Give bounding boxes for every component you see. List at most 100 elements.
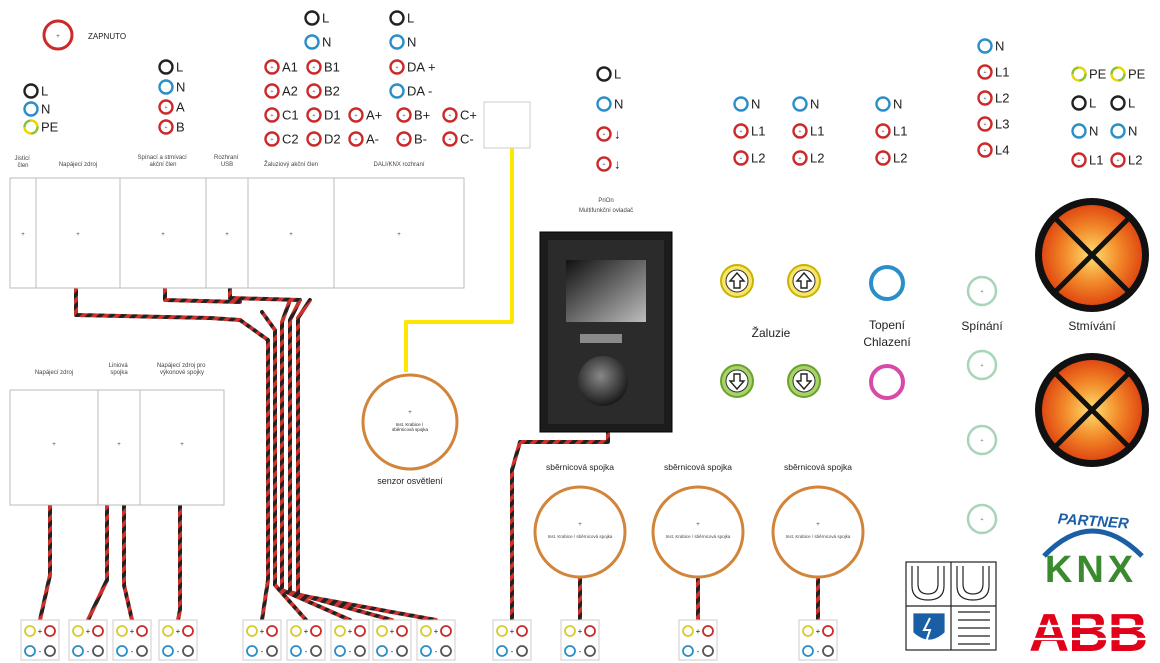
terminal-switch-4[interactable]: +C1 bbox=[264, 107, 299, 123]
switch-indicator-1[interactable]: + bbox=[966, 349, 998, 381]
bottom-terminal-11[interactable]: +- bbox=[678, 619, 718, 661]
bus-coupler-1[interactable]: sběrnicová spojka+Inst. Krabice / sběrni… bbox=[651, 462, 745, 579]
switch-indicator-3[interactable]: + bbox=[966, 503, 998, 535]
terminal-light-1[interactable]: +L1 bbox=[977, 64, 1010, 80]
terminal-valve-7[interactable]: +L2 bbox=[792, 150, 825, 166]
minus-label: - bbox=[579, 647, 582, 656]
terminal-switch-2[interactable]: +A2 bbox=[264, 83, 298, 99]
terminal-dimmer-5[interactable]: N bbox=[1110, 123, 1138, 139]
terminal-blind-2[interactable]: +C+ bbox=[442, 107, 477, 123]
terminal-dimmer-4[interactable]: N bbox=[1071, 123, 1099, 139]
terminal-valve-1[interactable]: N bbox=[792, 96, 820, 112]
svg-text:+: + bbox=[165, 125, 168, 131]
svg-text:+: + bbox=[21, 232, 25, 238]
bottom-terminal-6[interactable]: +- bbox=[330, 619, 370, 661]
terminal-dimmer-1-label: PE bbox=[1128, 67, 1146, 82]
terminal-power-in-1[interactable]: N bbox=[23, 101, 51, 117]
terminal-blind-3[interactable]: +A- bbox=[348, 131, 380, 147]
terminal-valve-3[interactable]: +L1 bbox=[733, 123, 766, 139]
terminal-switch-0[interactable]: +A1 bbox=[264, 59, 298, 75]
cooling-indicator[interactable] bbox=[869, 265, 905, 301]
terminal-valve-4[interactable]: +L1 bbox=[792, 123, 825, 139]
bus-coupler-2[interactable]: sběrnicová spojka+Inst. Krabice / sběrni… bbox=[771, 462, 865, 579]
blind-up-button-1[interactable] bbox=[720, 264, 754, 298]
bottom-terminal-0[interactable]: +- bbox=[20, 619, 60, 661]
bottom-terminal-10[interactable]: +- bbox=[560, 619, 600, 661]
terminal-dali-plus[interactable]: +DA + bbox=[389, 59, 436, 75]
switch-indicator-0[interactable]: + bbox=[966, 275, 998, 307]
terminal-motor-2[interactable]: +↓ bbox=[596, 126, 621, 142]
bottom-terminal-8[interactable]: +- bbox=[416, 619, 456, 661]
plus-label: + bbox=[390, 627, 395, 636]
terminal-switch-7[interactable]: +D2 bbox=[306, 131, 341, 147]
terminal-supply-1[interactable]: N bbox=[158, 79, 186, 95]
svg-text:+: + bbox=[403, 137, 406, 143]
terminal-blind-4[interactable]: +B- bbox=[396, 131, 428, 147]
terminal-dimmer-1[interactable]: PE bbox=[1110, 66, 1146, 82]
terminal-top2-l[interactable]: L bbox=[389, 10, 415, 26]
terminal-dimmer-0[interactable]: PE bbox=[1071, 66, 1107, 82]
terminal-motor-1[interactable]: N bbox=[596, 96, 624, 112]
terminal-switch-6[interactable]: +C2 bbox=[264, 131, 299, 147]
terminal-supply-2[interactable]: +A bbox=[158, 99, 186, 115]
terminal-switch-3[interactable]: +B2 bbox=[306, 83, 340, 99]
dimmable-lamp-1[interactable] bbox=[1035, 353, 1149, 467]
terminal-blind-1[interactable]: +B+ bbox=[396, 107, 431, 123]
terminal-switch-1[interactable]: +B1 bbox=[306, 59, 340, 75]
terminal-power-in-2[interactable]: PE bbox=[23, 119, 59, 135]
bottom-terminal-2[interactable]: +- bbox=[112, 619, 152, 661]
terminal-dimmer-2[interactable]: L bbox=[1071, 95, 1097, 111]
terminal-top1-l[interactable]: L bbox=[304, 10, 330, 26]
prion-controller[interactable]: PriOn Multifunkční ovladač bbox=[539, 198, 673, 433]
blind-up-button-2[interactable] bbox=[787, 264, 821, 298]
bus-coupler-inner-label: Inst. Krabice / sběrnicová spojka bbox=[548, 534, 613, 539]
terminal-dimmer-3[interactable]: L bbox=[1110, 95, 1136, 111]
bus-coupler-0[interactable]: sběrnicová spojka+Inst. Krabice / sběrni… bbox=[533, 462, 627, 579]
terminal-supply-3[interactable]: +B bbox=[158, 119, 185, 135]
terminal-motor-3[interactable]: +↓ bbox=[596, 156, 621, 172]
bottom-terminal-7[interactable]: +- bbox=[372, 619, 412, 661]
controller-subtitle: Multifunkční ovladač bbox=[579, 208, 633, 214]
switch-indicator-2[interactable]: + bbox=[966, 424, 998, 456]
terminal-top2-n[interactable]: N bbox=[389, 34, 417, 50]
bottom-terminal-4[interactable]: +- bbox=[242, 619, 282, 661]
terminal-valve-0[interactable]: N bbox=[733, 96, 761, 112]
blind-down-button-2[interactable] bbox=[787, 364, 821, 398]
light-sensor[interactable]: + Inst. Krabice / sběrnicová spojka senz… bbox=[361, 373, 459, 486]
terminal-light-2[interactable]: +L2 bbox=[977, 90, 1010, 106]
terminal-supply-0[interactable]: L bbox=[158, 59, 184, 75]
svg-text:+: + bbox=[313, 89, 316, 95]
terminal-dimmer-7[interactable]: +L2 bbox=[1110, 152, 1143, 168]
controller-knob[interactable] bbox=[578, 356, 628, 406]
heating-indicator[interactable] bbox=[869, 364, 905, 400]
blind-down-button-1[interactable] bbox=[720, 364, 754, 398]
cable-8 bbox=[296, 298, 438, 622]
bottom-terminal-9[interactable]: +- bbox=[492, 619, 532, 661]
terminal-valve-6[interactable]: +L2 bbox=[733, 150, 766, 166]
terminal-switch-5[interactable]: +D1 bbox=[306, 107, 341, 123]
terminal-valve-5[interactable]: +L1 bbox=[875, 123, 908, 139]
terminal-light-0[interactable]: N bbox=[977, 38, 1005, 54]
terminal-dimmer-6[interactable]: +L1 bbox=[1071, 152, 1104, 168]
terminal-valve-2[interactable]: N bbox=[875, 96, 903, 112]
bottom-terminal-3[interactable]: +- bbox=[158, 619, 198, 661]
dimming-lamps: Stmívání bbox=[1035, 198, 1149, 467]
bottom-terminal-5[interactable]: +- bbox=[286, 619, 326, 661]
terminal-power-in-0[interactable]: L bbox=[23, 83, 49, 99]
plus-label: + bbox=[348, 627, 353, 636]
bottom-terminal-1[interactable]: +- bbox=[68, 619, 108, 661]
terminal-dimmer-5-label: N bbox=[1128, 124, 1137, 139]
dimmable-lamp-0[interactable] bbox=[1035, 198, 1149, 312]
terminal-light-3[interactable]: +L3 bbox=[977, 116, 1010, 132]
terminal-valve-8[interactable]: +L2 bbox=[875, 150, 908, 166]
cable-2 bbox=[163, 286, 242, 304]
terminal-dali-minus[interactable]: DA - bbox=[389, 83, 433, 99]
terminal-light-4[interactable]: +L4 bbox=[977, 142, 1010, 158]
terminal-blind-5[interactable]: +C- bbox=[442, 131, 474, 147]
terminal-top1-n[interactable]: N bbox=[304, 34, 332, 50]
terminal-blind-0[interactable]: +A+ bbox=[348, 107, 383, 123]
terminal-dimmer-0-label: PE bbox=[1089, 67, 1107, 82]
arrow-up-icon bbox=[728, 271, 746, 289]
bottom-terminal-12[interactable]: +- bbox=[798, 619, 838, 661]
terminal-motor-0[interactable]: L bbox=[596, 66, 622, 82]
